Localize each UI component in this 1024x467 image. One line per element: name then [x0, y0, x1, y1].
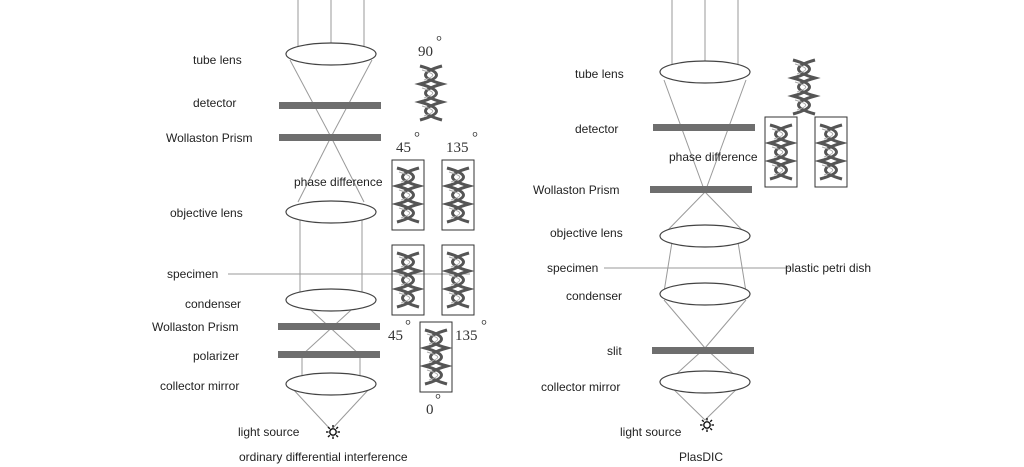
left-panel-optics: [228, 0, 470, 440]
label-wollaston-prism-bottom: Wollaston Prism: [152, 320, 238, 334]
degree-symbol: °: [481, 318, 487, 334]
label-collector-mirror: collector mirror: [160, 379, 239, 393]
detector-plate: [279, 102, 381, 109]
collector-mirror: [285, 372, 377, 396]
angle-0: 0: [426, 402, 434, 418]
helix-box: [419, 321, 453, 393]
label-detector: detector: [193, 96, 236, 110]
label-wollaston-prism-top: Wollaston Prism: [166, 131, 252, 145]
light-source-icon: [699, 417, 715, 433]
wollaston-prism-bottom-plate: [278, 323, 380, 330]
angle-90: 90: [418, 44, 433, 60]
label-specimen: specimen: [547, 261, 598, 275]
label-tube-lens: tube lens: [193, 53, 242, 67]
degree-symbol: °: [436, 34, 442, 50]
objective-lens: [285, 200, 377, 224]
label-tube-lens: tube lens: [575, 67, 624, 81]
degree-symbol: °: [472, 130, 478, 146]
label-light-source: light source: [238, 425, 300, 439]
label-detector: detector: [575, 122, 618, 136]
objective-lens: [659, 224, 751, 248]
label-wollaston-prism: Wollaston Prism: [533, 183, 619, 197]
helix-icon: [395, 251, 421, 309]
caption-right: PlasDIC: [679, 450, 723, 464]
label-phase-difference: phase difference: [669, 150, 758, 164]
helix-box: [391, 244, 425, 316]
helix-box: [441, 244, 475, 316]
slit-plate: [652, 347, 754, 354]
right-panel-optics: [604, 0, 790, 433]
helix-box: [441, 159, 475, 231]
degree-symbol: °: [405, 318, 411, 334]
collector-mirror: [659, 370, 751, 394]
polarizer-plate: [278, 351, 380, 358]
helix-icon: [445, 166, 471, 224]
angle-135-top: 135: [446, 140, 469, 156]
helix-icon: [768, 123, 794, 181]
label-objective-lens: objective lens: [170, 206, 243, 220]
degree-symbol: °: [414, 130, 420, 146]
left-helix-group: [391, 64, 475, 393]
label-collector-mirror: collector mirror: [541, 380, 620, 394]
helix-box: [814, 116, 848, 188]
helix-box: [391, 159, 425, 231]
condenser-lens: [285, 288, 377, 312]
label-condenser: condenser: [566, 289, 622, 303]
degree-symbol: °: [435, 392, 441, 408]
label-condenser: condenser: [185, 297, 241, 311]
right-helix-group: [764, 58, 848, 188]
label-light-source: light source: [620, 425, 682, 439]
helix-icon: [818, 123, 844, 181]
label-plastic-petri-dish: plastic petri dish: [785, 261, 871, 275]
caption-left: ordinary differential interference: [239, 450, 408, 464]
label-polarizer: polarizer: [193, 349, 239, 363]
label-objective-lens: objective lens: [550, 226, 623, 240]
condenser-lens: [659, 282, 751, 306]
angle-135-bottom: 135: [455, 328, 478, 344]
label-specimen: specimen: [167, 267, 218, 281]
helix-icon: [791, 58, 817, 116]
angle-45-top: 45: [396, 140, 411, 156]
helix-icon: [395, 166, 421, 224]
detector-plate: [653, 124, 755, 131]
helix-icon: [445, 251, 471, 309]
helix-icon: [423, 328, 449, 386]
angle-45-bottom: 45: [388, 328, 403, 344]
wollaston-prism-top-plate: [279, 134, 381, 141]
tube-lens: [285, 42, 377, 66]
label-phase-difference: phase difference: [294, 175, 383, 189]
light-source-icon: [325, 424, 341, 440]
tube-lens: [659, 60, 751, 84]
label-slit: slit: [607, 344, 622, 358]
wollaston-prism-plate: [650, 186, 752, 193]
helix-box: [764, 116, 798, 188]
helix-icon: [418, 64, 444, 122]
